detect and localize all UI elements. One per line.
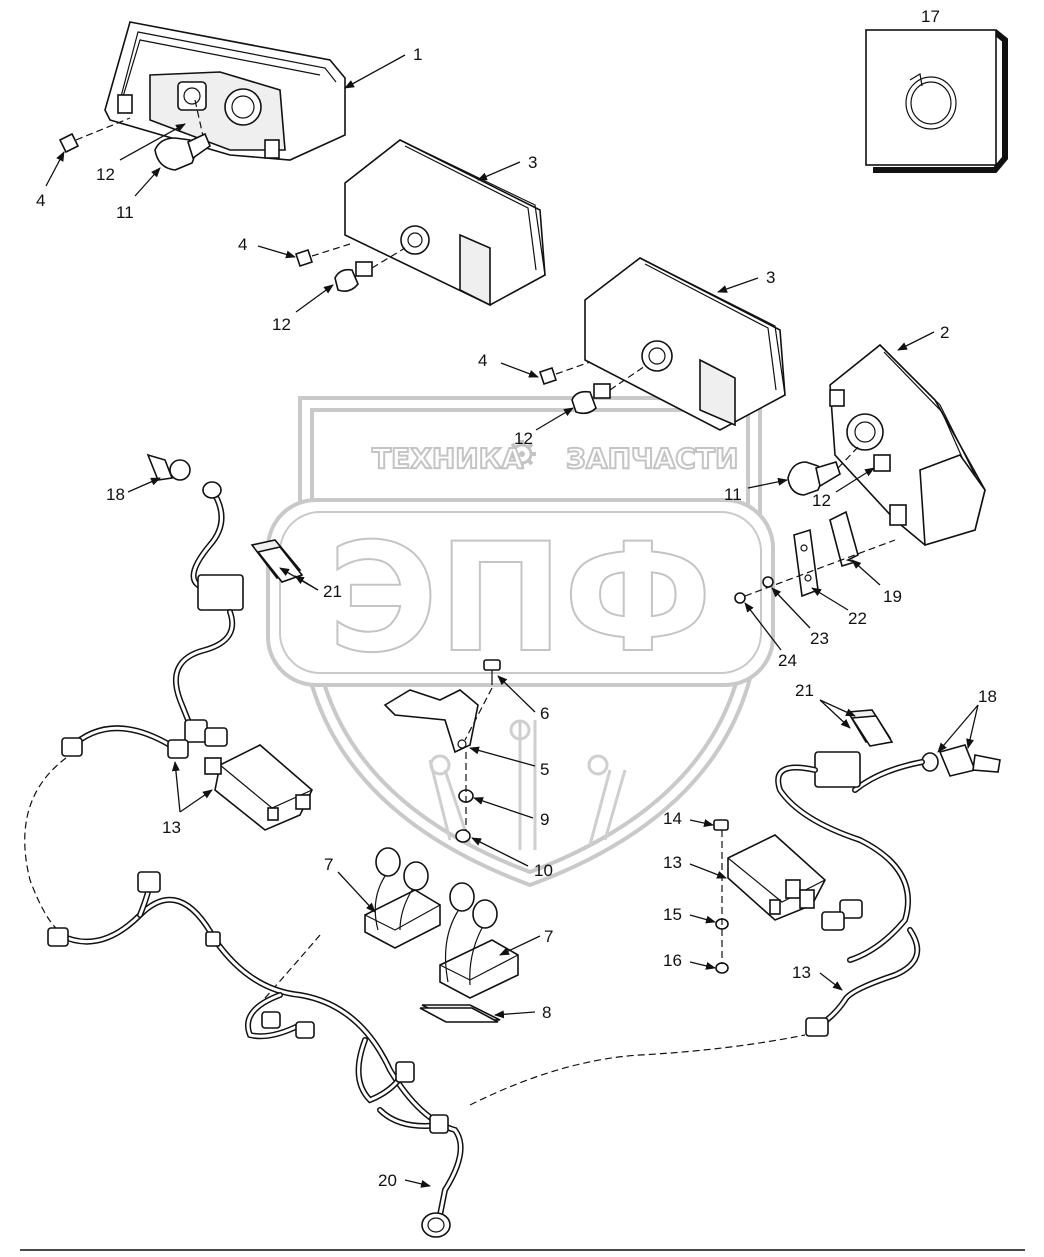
callout-5: 5 bbox=[540, 760, 549, 779]
harness-right-18 bbox=[775, 744, 1001, 1037]
relay-7-right bbox=[439, 882, 519, 999]
callout-21-left: 21 bbox=[323, 582, 342, 601]
nut-10 bbox=[455, 829, 471, 843]
harness-left-18 bbox=[146, 453, 244, 743]
callout-9: 9 bbox=[540, 810, 549, 829]
callout-14: 14 bbox=[663, 809, 682, 828]
screw-4-mid bbox=[294, 243, 351, 268]
callout-12-right: 12 bbox=[812, 491, 831, 510]
plate-22 bbox=[793, 528, 819, 598]
callout-12-low: 12 bbox=[514, 429, 533, 448]
callout-12-top: 12 bbox=[96, 165, 115, 184]
watermark-monogram: ЭПФ bbox=[328, 512, 712, 686]
callout-11-top: 11 bbox=[116, 203, 134, 222]
callout-18-left: 18 bbox=[106, 485, 125, 504]
callout-1: 1 bbox=[413, 45, 422, 64]
callout-13-mid: 13 bbox=[663, 853, 682, 872]
label-21-right bbox=[846, 709, 894, 747]
nut-24 bbox=[734, 592, 746, 604]
callout-24: 24 bbox=[778, 651, 797, 670]
callout-15: 15 bbox=[663, 905, 682, 924]
module-13-left bbox=[204, 744, 313, 831]
callout-13-right: 13 bbox=[792, 963, 811, 982]
callout-labels: 1 4 12 11 17 3 4 12 3 2 4 12 11 12 19 22… bbox=[36, 7, 997, 1190]
callout-6: 6 bbox=[540, 704, 549, 723]
watermark-text-left: ТЕХНИКА bbox=[372, 442, 524, 475]
tail-lamp-left bbox=[104, 21, 346, 161]
relay-7-left bbox=[364, 847, 441, 949]
screw-4-top bbox=[58, 117, 131, 154]
callout-3-upper: 3 bbox=[528, 153, 537, 172]
callout-16: 16 bbox=[663, 951, 682, 970]
callout-13-left: 13 bbox=[162, 818, 181, 837]
callout-2: 2 bbox=[940, 323, 949, 342]
bulb-socket-12-low bbox=[571, 365, 646, 415]
callout-3-lower: 3 bbox=[766, 268, 775, 287]
callout-4-top: 4 bbox=[36, 191, 45, 210]
main-harness-20 bbox=[47, 871, 464, 1238]
callout-7-right: 7 bbox=[544, 927, 553, 946]
callout-11-right: 11 bbox=[724, 485, 742, 504]
callout-20: 20 bbox=[378, 1171, 397, 1190]
callout-22: 22 bbox=[848, 609, 867, 628]
callout-19: 19 bbox=[883, 587, 902, 606]
callout-leaders bbox=[45, 54, 979, 1188]
connector-13-left bbox=[61, 725, 228, 759]
callout-12-mid: 12 bbox=[272, 315, 291, 334]
screw-4-low bbox=[538, 361, 591, 386]
bulb-11-top bbox=[154, 132, 211, 171]
callout-8: 8 bbox=[542, 1003, 551, 1022]
callout-4-mid: 4 bbox=[238, 235, 247, 254]
watermark-text-right: ЗАПЧАСТИ bbox=[566, 442, 738, 475]
socket-12-right bbox=[873, 454, 891, 472]
bolt-6 bbox=[464, 659, 501, 741]
callout-23: 23 bbox=[810, 629, 829, 648]
callout-4-low: 4 bbox=[478, 351, 487, 370]
rear-lamp-3-upper bbox=[344, 139, 546, 307]
bolt-14 bbox=[713, 819, 729, 831]
bulb-socket-12-mid bbox=[334, 247, 406, 292]
bulb-11-right bbox=[787, 444, 861, 496]
nut-16 bbox=[715, 962, 729, 974]
bracket-19 bbox=[829, 510, 859, 568]
watermark-shield: ТЕХНИКА ЗАПЧАСТИ ЭПФ bbox=[266, 396, 775, 888]
clamp-17-box bbox=[865, 29, 1008, 173]
callout-10: 10 bbox=[534, 861, 553, 880]
callout-7-left: 7 bbox=[324, 855, 333, 874]
callout-17: 17 bbox=[921, 7, 940, 26]
rear-lamp-3-lower bbox=[584, 257, 786, 431]
tail-lamp-right bbox=[829, 343, 986, 547]
pad-8 bbox=[419, 1004, 501, 1023]
bracket-5 bbox=[383, 689, 479, 754]
module-13-right bbox=[727, 834, 826, 921]
callout-18-right: 18 bbox=[978, 687, 997, 706]
callout-21-right: 21 bbox=[795, 681, 814, 700]
gear-icon bbox=[508, 440, 536, 468]
